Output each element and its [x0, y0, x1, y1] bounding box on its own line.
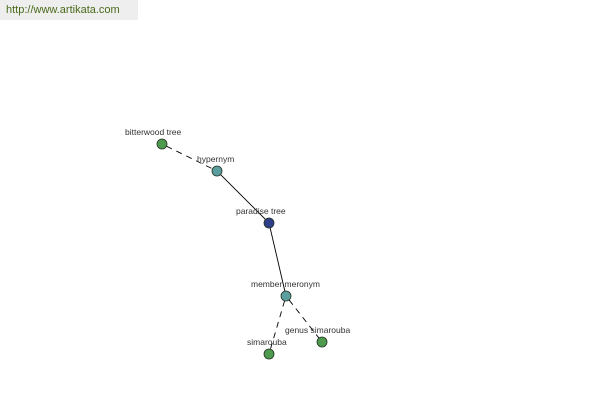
node-label-simarouba[interactable]: simarouba — [247, 337, 287, 347]
site-url-text[interactable]: http://www.artikata.com — [6, 4, 120, 16]
node-circle-paradise[interactable] — [263, 217, 275, 229]
node-label-hypernym[interactable]: hypernym — [197, 154, 234, 164]
node-circle-bitterwood[interactable] — [156, 138, 168, 150]
node-member_meronym[interactable]: member meronym — [251, 279, 320, 302]
node-label-member_meronym[interactable]: member meronym — [251, 279, 320, 289]
node-circle-genus_simarouba[interactable] — [316, 336, 328, 348]
edge-hypernym-to-paradise — [220, 174, 266, 220]
node-hypernym[interactable]: hypernym — [197, 154, 234, 177]
node-genus_simarouba[interactable]: genus simarouba — [285, 325, 350, 348]
nodes-layer: bitterwood tree hypernym paradise tree memb… — [125, 127, 350, 360]
node-circle-hypernym[interactable] — [211, 165, 223, 177]
edge-bitterwood-to-hypernym — [166, 145, 213, 170]
node-simarouba[interactable]: simarouba — [247, 337, 287, 360]
node-label-paradise[interactable]: paradise tree — [236, 206, 286, 216]
edges-layer — [166, 145, 320, 350]
edge-paradise-to-member_meronym — [269, 227, 286, 292]
node-label-genus_simarouba[interactable]: genus simarouba — [285, 325, 350, 335]
node-paradise[interactable]: paradise tree — [236, 206, 286, 229]
node-bitterwood[interactable]: bitterwood tree — [125, 127, 181, 150]
edge-member_meronym-to-simarouba — [269, 300, 286, 350]
node-label-bitterwood[interactable]: bitterwood tree — [125, 127, 181, 137]
node-circle-member_meronym[interactable] — [280, 290, 292, 302]
edge-member_meronym-to-genus_simarouba — [288, 299, 320, 339]
site-url-banner[interactable]: http://www.artikata.com — [0, 0, 138, 20]
node-circle-simarouba[interactable] — [263, 348, 275, 360]
